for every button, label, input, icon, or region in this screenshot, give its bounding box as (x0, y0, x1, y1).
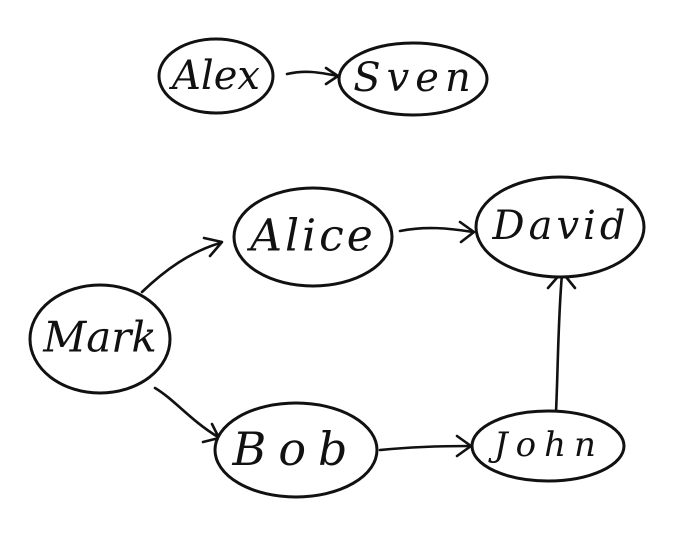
node-alex: Alex (157, 37, 275, 115)
node-sven: Sven (337, 41, 489, 117)
node-label: Mark (42, 313, 157, 362)
node-alice: Alice (232, 186, 394, 288)
nodes: Alex Sven Alice David Mark Bob John (28, 37, 646, 499)
node-label: John (488, 425, 604, 465)
node-label: Alex (168, 53, 260, 99)
edge-mark-bob (153, 386, 221, 444)
node-john: John (470, 409, 626, 483)
edge-alice-david (398, 220, 476, 244)
node-label: Alice (246, 211, 376, 262)
node-label: David (492, 203, 630, 249)
edge-mark-alice (140, 236, 224, 294)
edge-john-david (546, 270, 577, 414)
edge-bob-john (378, 434, 473, 458)
node-bob: Bob (213, 401, 379, 499)
node-label: Sven (353, 55, 476, 101)
node-david: David (474, 175, 646, 279)
node-mark: Mark (28, 283, 172, 395)
edge-alex-sven (285, 66, 340, 86)
node-label: Bob (232, 422, 360, 476)
